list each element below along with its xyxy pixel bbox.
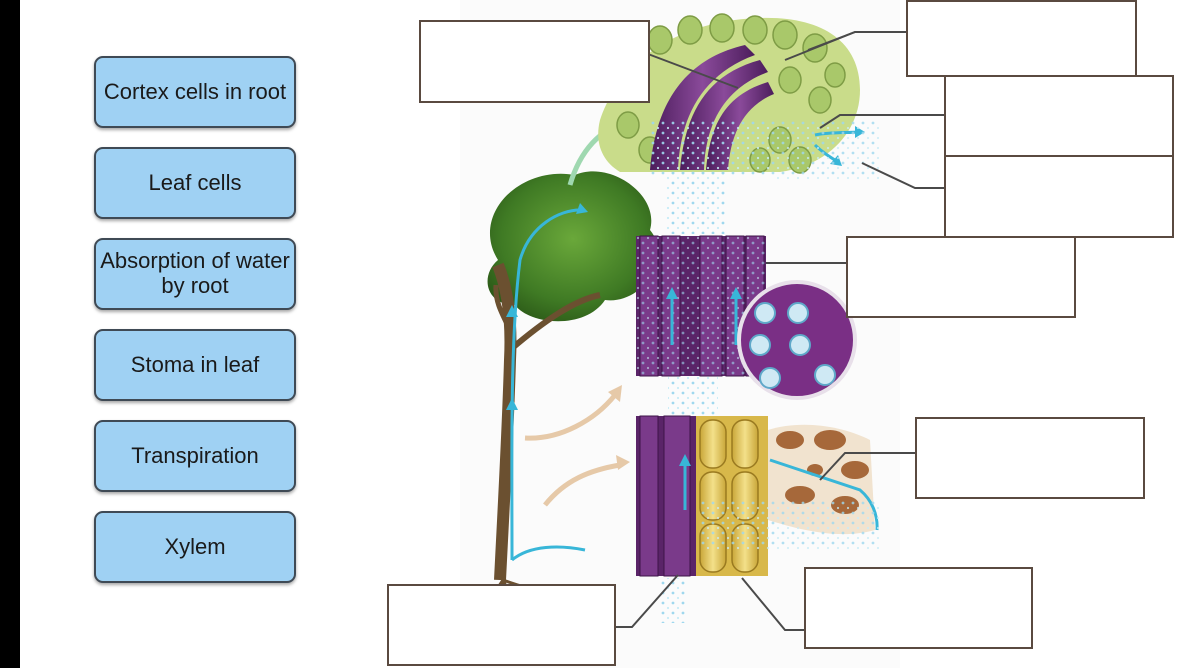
term-card-stoma[interactable]: Stoma in leaf: [94, 329, 296, 401]
term-card-cortex-cells[interactable]: Cortex cells in root: [94, 56, 296, 128]
label-drop-box-root-xylem[interactable]: [387, 584, 616, 666]
label-drop-box-absorption[interactable]: [915, 417, 1145, 499]
arrow-to-root-panel: [543, 462, 621, 507]
label-drop-box-cortex[interactable]: [804, 567, 1033, 649]
term-label: Xylem: [164, 533, 226, 559]
term-card-xylem[interactable]: Xylem: [94, 511, 296, 583]
label-drop-box-transpiration[interactable]: [944, 155, 1174, 238]
label-drop-box-leaf-top[interactable]: [906, 0, 1137, 77]
arrow-to-stem-panel: [524, 393, 617, 441]
water-dots-transpiration: [770, 120, 880, 180]
term-card-leaf-cells[interactable]: Leaf cells: [94, 147, 296, 219]
term-label: Cortex cells in root: [103, 78, 287, 104]
term-card-absorption[interactable]: Absorption of water by root: [94, 238, 296, 310]
tree-illustration: [468, 171, 659, 641]
water-dots-lower: [660, 578, 685, 623]
term-card-transpiration[interactable]: Transpiration: [94, 420, 296, 492]
water-dots-middle: [668, 376, 718, 416]
label-drop-box-stoma[interactable]: [944, 75, 1174, 157]
term-label: Stoma in leaf: [130, 351, 260, 377]
stem-xylem-section: [636, 235, 857, 400]
label-drop-box-xylem[interactable]: [846, 236, 1076, 318]
leader-lines: [614, 31, 944, 631]
left-edge-strip: [0, 0, 20, 668]
water-dots-upper: [665, 172, 725, 234]
term-label: Leaf cells: [148, 169, 242, 195]
term-label: Absorption of water by root: [100, 248, 290, 298]
term-label: Transpiration: [131, 442, 259, 468]
label-drop-box-leaf-cells[interactable]: [419, 20, 650, 103]
